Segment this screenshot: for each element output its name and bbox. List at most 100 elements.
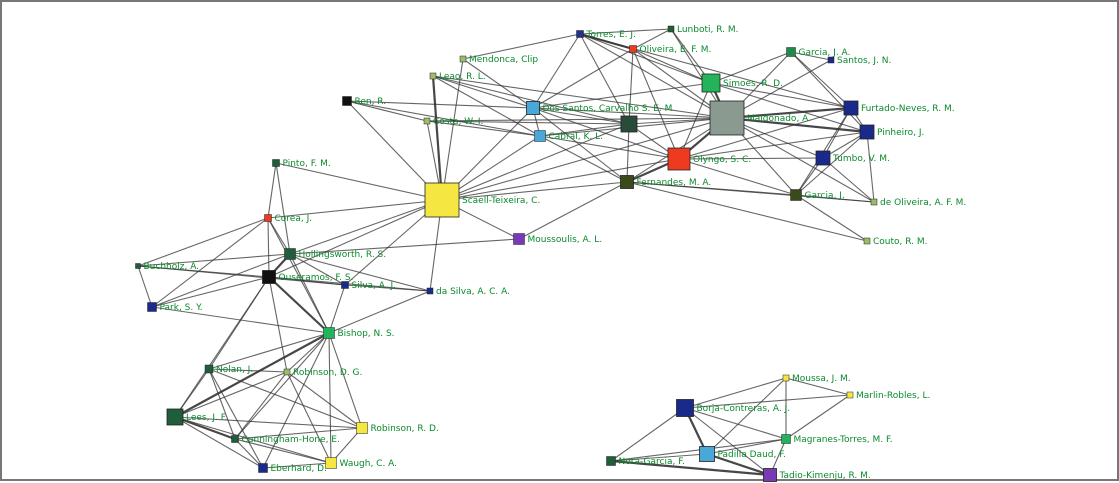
node-label-ren: Ren, R.: [355, 97, 387, 107]
node-marlin[interactable]: [846, 391, 854, 399]
edge-mendonca-dos_santos: [462, 58, 534, 109]
edge-olyngo-garcia_j: [678, 158, 797, 196]
node-simoes[interactable]: [701, 73, 721, 93]
node-costa_wi[interactable]: [423, 117, 431, 125]
node-ouseramos[interactable]: [262, 270, 276, 284]
edge-scaell-corea: [267, 199, 443, 219]
node-borja[interactable]: [676, 399, 694, 417]
edge-robinson_rd-waugh: [330, 427, 363, 464]
node-label-torres: Torres, E. J.: [586, 30, 636, 40]
label-layer: Torres, E. J.Lunboti, R. M.Oliveira, E. …: [144, 25, 967, 481]
node-label-olyngo: Olyngo, S. C.: [693, 155, 751, 165]
node-de_oliveira[interactable]: [870, 198, 878, 206]
edge-park-hollingsworth: [151, 253, 291, 308]
edge-moussa-marlin: [785, 377, 851, 396]
node-label-robinson_dg: Robinson, D. G.: [293, 368, 362, 378]
edge-buchholz-hollingsworth: [137, 253, 291, 267]
node-couto[interactable]: [863, 237, 871, 245]
node-garcia_j[interactable]: [790, 189, 802, 201]
node-maldonado[interactable]: [709, 100, 745, 136]
node-lees[interactable]: [166, 408, 184, 426]
edge-scaell-ouseramos: [268, 199, 443, 278]
edge-pinheiro-olyngo: [678, 131, 868, 160]
node-mendonca[interactable]: [459, 55, 467, 63]
node-label-magranes: Magranes-Torres, M. F.: [794, 435, 893, 445]
node-label-couto: Couto, R. M.: [873, 237, 928, 247]
node-label-lees: Lees, J. F.: [186, 413, 227, 423]
node-park[interactable]: [147, 302, 157, 312]
node-fernandes[interactable]: [620, 175, 634, 189]
node-furtado[interactable]: [843, 100, 859, 116]
edge-costa_wi-cabral: [426, 120, 541, 137]
edge-furtado-olyngo: [678, 107, 852, 160]
edge-borja-magranes: [684, 407, 787, 440]
node-olyngo[interactable]: [667, 147, 691, 171]
node-torres[interactable]: [576, 30, 584, 38]
node-ren[interactable]: [342, 96, 352, 106]
edge-scaell-node_dk: [441, 123, 630, 201]
edge-marlin-magranes: [785, 394, 851, 440]
edge-tumbo-de_oliveira: [822, 157, 875, 203]
node-pinto[interactable]: [272, 159, 280, 167]
edge-maldonado-furtado: [726, 106, 852, 120]
node-oliveira_efm[interactable]: [629, 45, 637, 53]
node-buchholz[interactable]: [135, 263, 141, 269]
node-tadio[interactable]: [763, 468, 777, 482]
node-moussoulis[interactable]: [513, 233, 525, 245]
edge-ouseramos-robinson_dg: [268, 276, 288, 373]
edge-torres-node_dk: [579, 33, 630, 125]
node-padilla[interactable]: [699, 446, 715, 462]
node-robinson_dg[interactable]: [283, 368, 291, 376]
node-label-simoes: Simoes, R. D.: [723, 79, 783, 89]
edge-maldonado-de_oliveira: [726, 117, 875, 203]
node-tumbo[interactable]: [815, 150, 831, 166]
node-magranes[interactable]: [781, 434, 791, 444]
node-dos_santos[interactable]: [526, 101, 540, 115]
edge-maldonado-pinheiro: [726, 116, 868, 134]
node-garcia_ja[interactable]: [786, 47, 796, 57]
node-corea[interactable]: [264, 214, 272, 222]
node-moussa[interactable]: [782, 374, 790, 382]
edge-corea-bishop: [267, 217, 330, 334]
edge-dos_santos-torres: [532, 33, 581, 109]
edge-scaell-hollingsworth: [289, 199, 443, 255]
edge-borja-tadio: [684, 407, 771, 476]
node-cunningham[interactable]: [231, 435, 239, 443]
node-cabral[interactable]: [534, 130, 546, 142]
edge-garcia_j-de_oliveira: [795, 194, 875, 203]
node-silva_aj[interactable]: [341, 281, 349, 289]
edge-scaell-pinto: [275, 162, 443, 201]
edge-garcia_j-couto: [795, 194, 868, 242]
node-scaell[interactable]: [424, 182, 460, 218]
node-da_silva[interactable]: [426, 287, 434, 295]
edge-bishop-lees: [174, 332, 330, 418]
edge-pinheiro-garcia_j: [795, 131, 868, 196]
node-bishop[interactable]: [323, 327, 335, 339]
node-waugh[interactable]: [325, 457, 337, 469]
node-nora[interactable]: [606, 456, 616, 466]
edge-pinto-hollingsworth: [275, 162, 291, 255]
edge-dos_santos-simoes: [532, 82, 712, 109]
edge-lees-robinson_rd: [174, 416, 363, 429]
node-pinheiro[interactable]: [859, 124, 875, 140]
node-leao[interactable]: [429, 72, 437, 80]
edge-ren-costa_wi: [346, 100, 428, 122]
node-label-cunningham: Cunningham-Hone, E.: [242, 435, 340, 445]
node-label-padilla: Padilla Daud, F.: [718, 450, 786, 460]
edge-ouseramos-bishop: [268, 276, 330, 334]
node-label-pinheiro: Pinheiro, J.: [877, 128, 924, 138]
node-label-scaell: Scaell-Teixeira, C.: [462, 196, 540, 206]
node-robinson_rd[interactable]: [356, 422, 368, 434]
edge-hollingsworth-da_silva: [289, 253, 431, 292]
node-hollingsworth[interactable]: [284, 248, 296, 260]
node-santos_jn[interactable]: [827, 56, 835, 64]
node-lunboti[interactable]: [667, 25, 675, 33]
edge-bishop-waugh: [328, 332, 332, 464]
node-eberhard[interactable]: [258, 463, 268, 473]
edge-bishop-nolan: [208, 332, 330, 370]
node-node_dk[interactable]: [620, 115, 638, 133]
node-label-de_oliveira: de Oliveira, A. F. M.: [880, 198, 966, 208]
node-nolan[interactable]: [204, 364, 214, 374]
